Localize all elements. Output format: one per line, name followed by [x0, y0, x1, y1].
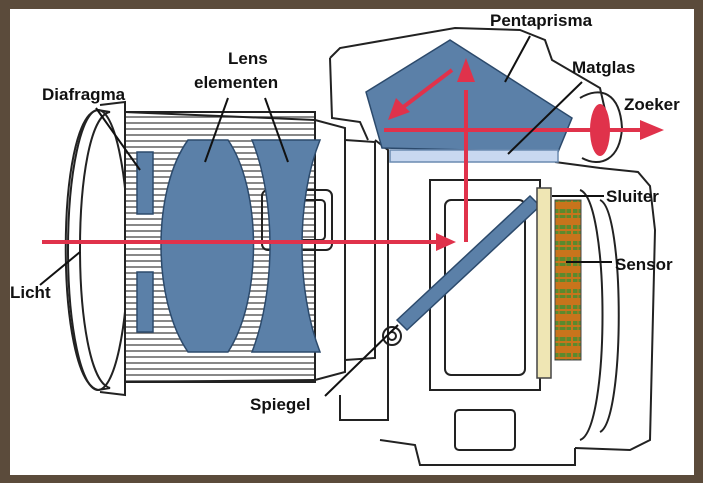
matglas-element [389, 149, 559, 163]
diafragma-lower-blade [136, 271, 154, 333]
sluiter-element [536, 187, 552, 379]
label-licht: Licht [10, 283, 51, 302]
label-diafragma: Diafragma [42, 85, 126, 104]
diafragma-upper-blade [136, 151, 154, 215]
convex-lens-element [160, 139, 255, 353]
arrow-head-icon [640, 120, 664, 140]
label-sluiter: Sluiter [606, 187, 659, 206]
label-pentaprisma: Pentaprisma [490, 11, 593, 30]
optics [136, 39, 573, 353]
labels: Pentaprisma Matglas Zoeker Lens elemente… [10, 11, 680, 414]
label-sensor: Sensor [615, 255, 673, 274]
label-zoeker: Zoeker [624, 95, 680, 114]
arrow-head-icon [457, 58, 475, 82]
sensor-element [554, 199, 582, 361]
arrow-head-icon [388, 98, 410, 120]
label-matglas: Matglas [572, 58, 635, 77]
label-lens-line2: elementen [194, 73, 278, 92]
leader-lines [39, 35, 612, 397]
label-spiegel: Spiegel [250, 395, 310, 414]
arrow-head-icon [436, 233, 456, 251]
light-rays [42, 58, 664, 251]
pentaprisma-element [365, 39, 573, 153]
label-lens-line1: Lens [228, 49, 268, 68]
zoeker-lens [590, 104, 610, 156]
concave-lens-element [250, 139, 322, 353]
